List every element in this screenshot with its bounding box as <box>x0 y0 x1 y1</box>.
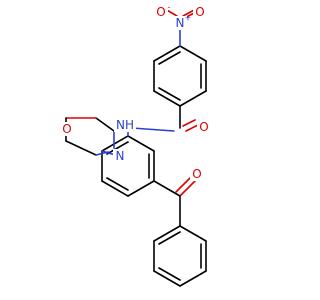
phenyl-ring <box>153 225 207 287</box>
amide-linkage <box>131 105 199 132</box>
amide-oxygen-label: O <box>197 120 211 134</box>
svg-text:O: O <box>156 5 165 19</box>
morpholine-nitrogen-label: N <box>113 149 127 163</box>
nitrobenzene-ring <box>153 45 207 107</box>
nitro-nitrogen-label: N + <box>173 14 192 30</box>
amide-nh-label: NH <box>114 118 136 132</box>
svg-text:O: O <box>199 120 208 134</box>
svg-text:O: O <box>195 5 204 19</box>
molecule-structure-diagram: O - N + O NH O O N O <box>60 2 211 287</box>
svg-text:NH: NH <box>116 118 134 132</box>
ketone-oxygen-label: O <box>190 167 204 181</box>
svg-text:N: N <box>116 149 125 163</box>
nitro-oxygen-left-label: O - <box>154 3 171 19</box>
svg-text:O: O <box>192 167 201 181</box>
central-ring <box>101 124 155 197</box>
atom-labels: O - N + O NH O O N O <box>60 3 211 181</box>
svg-text:-: - <box>168 3 171 12</box>
benzoyl-ketone <box>153 176 196 227</box>
svg-text:N: N <box>176 16 185 30</box>
svg-text:O: O <box>62 122 71 136</box>
nitro-oxygen-right-label: O <box>193 5 207 19</box>
svg-text:+: + <box>185 14 192 23</box>
morpholine-oxygen-label: O <box>60 122 74 136</box>
